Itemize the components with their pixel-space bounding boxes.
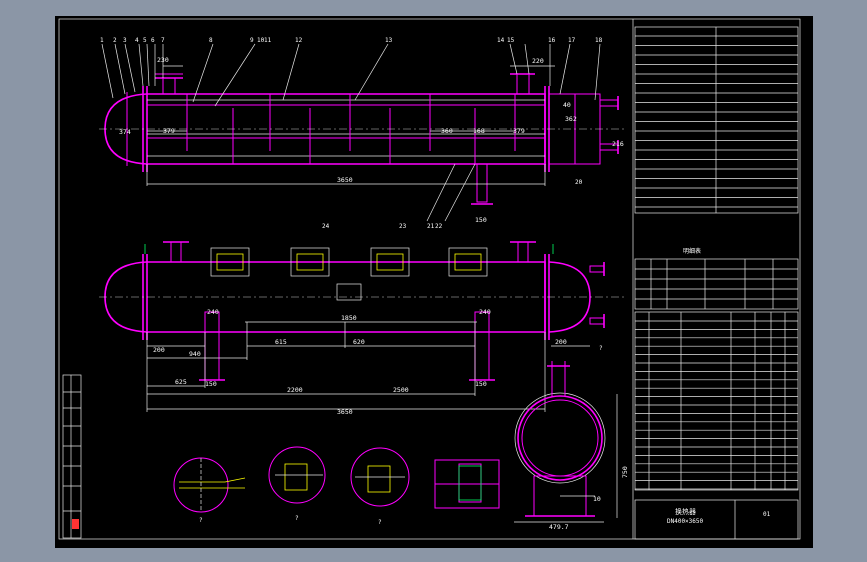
part-label-24: 24 (322, 223, 330, 230)
part-label-3: 3 (123, 37, 127, 44)
part-label-1: 1 (100, 37, 104, 44)
details-row (173, 446, 500, 513)
dim-right-2: 362 (565, 115, 577, 123)
part-label-10: 10 (257, 37, 265, 44)
dim-support: 150 (475, 216, 487, 224)
dim-front-total: 3650 (337, 408, 353, 416)
part-label-11: 11 (264, 37, 272, 44)
part-label-4: 4 (135, 37, 139, 44)
part-label-23: 23 (399, 223, 407, 230)
part-label-21: 21 (427, 223, 435, 230)
title-name-2: DN400×3650 (667, 518, 704, 525)
dim-front-offset-2b: 240 (479, 308, 491, 316)
dim-section-height: 750 (621, 466, 629, 478)
dim-front-2500: 2500 (393, 386, 409, 394)
dim-baffle-4: 379 (513, 127, 525, 135)
part-label-15: 15 (507, 37, 515, 44)
dim-front-625: 625 (175, 378, 187, 386)
dim-left-head: 374 (119, 128, 131, 136)
section-view (514, 361, 618, 523)
part-label-7: 7 (161, 37, 165, 44)
dim-saddle-right: 150 (475, 380, 487, 388)
part-label-9: 9 (250, 37, 254, 44)
dim-front-offset-1: 200 (153, 346, 165, 354)
detail-mark-3: ? (378, 519, 382, 526)
dim-total-top: 3650 (337, 176, 353, 184)
part-label-20: 20 (575, 179, 583, 186)
dim-baffle-1: 379 (163, 127, 175, 135)
detail-mark-4: ? (599, 345, 603, 352)
dim-saddle-left: 150 (205, 380, 217, 388)
dim-baffle-3: 168 (473, 127, 485, 135)
part-label-2: 2 (113, 37, 117, 44)
part-label-22: 22 (435, 223, 443, 230)
cad-drawing: 230 374 379 360 168 379 3650 150 220 40 … (58, 18, 801, 540)
part-label-18: 18 (595, 37, 603, 44)
dim-right-3: 216 (612, 140, 624, 148)
dim-right-width: 220 (532, 57, 544, 65)
part-label-16: 16 (548, 37, 556, 44)
drawing-sheet: 230 374 379 360 168 379 3650 150 220 40 … (55, 16, 813, 548)
part-label-8: 8 (209, 37, 213, 44)
dim-front-620: 620 (353, 338, 365, 346)
detail-mark-1: ? (199, 517, 203, 524)
part-label-13: 13 (385, 37, 393, 44)
dim-top-nozzle: 230 (157, 56, 169, 64)
part-label-17: 17 (568, 37, 576, 44)
inner-border (58, 18, 801, 540)
part-label-14: 14 (497, 37, 505, 44)
dim-front-2200: 2200 (287, 386, 303, 394)
dim-baffle-2: 360 (441, 127, 453, 135)
right-tables (634, 26, 799, 540)
drawing-number: 01 (763, 511, 771, 518)
part-label-12: 12 (295, 37, 303, 44)
nozzle-table-title: 明细表 (683, 247, 701, 255)
dim-front-940: 940 (189, 350, 201, 358)
dim-front-200-right: 200 (555, 338, 567, 346)
title-name-1: 换热器 (675, 507, 696, 516)
detail-mark-2: ? (295, 515, 299, 522)
dim-section-width: 479.7 (549, 523, 569, 531)
part-label-5: 5 (143, 37, 147, 44)
front-view (99, 241, 627, 412)
part-label-6: 6 (151, 37, 155, 44)
dim-section-thk: 10 (593, 495, 601, 503)
top-view (99, 43, 627, 222)
dim-front-span: 1850 (341, 314, 357, 322)
dim-front-615: 615 (275, 338, 287, 346)
dim-front-offset-2: 240 (207, 308, 219, 316)
dim-right-1: 40 (563, 101, 571, 109)
left-revision-strip (62, 374, 82, 539)
